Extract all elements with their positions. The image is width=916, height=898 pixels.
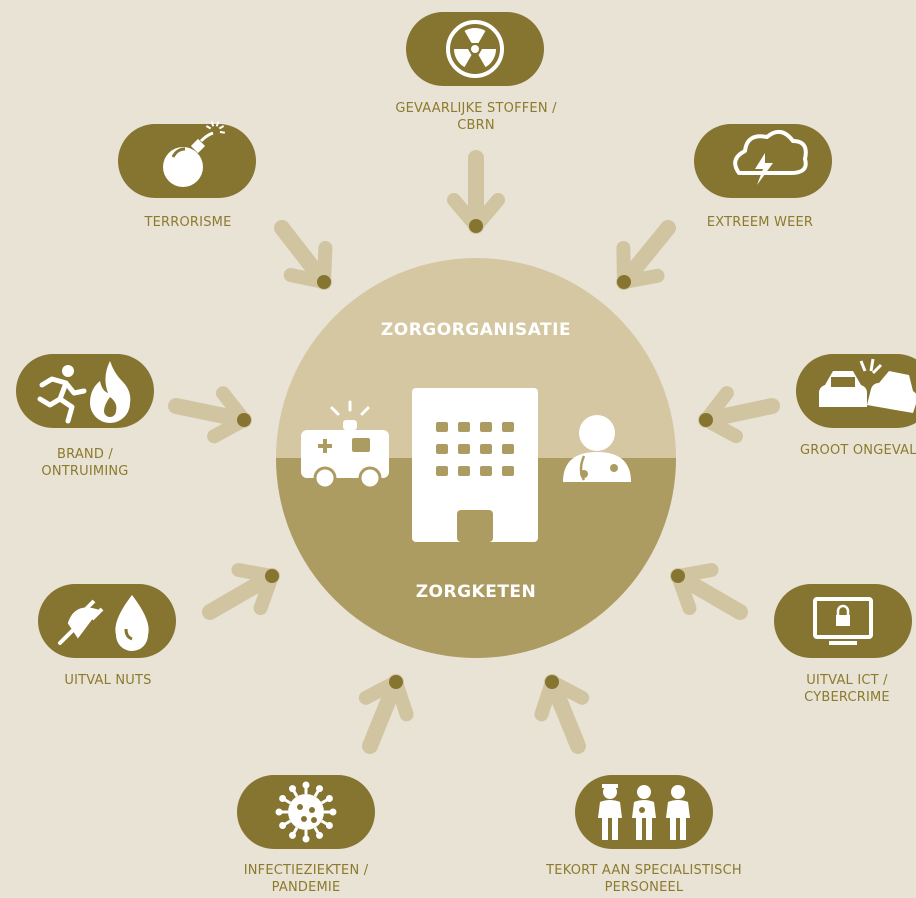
zorgketen-label: ZORGKETEN <box>415 582 537 602</box>
firefighter-icon <box>666 785 690 840</box>
risk-pills <box>16 12 916 849</box>
arrow-uitval-ict <box>670 563 748 620</box>
running-person-icon <box>37 365 87 424</box>
doctor-icon <box>563 415 631 482</box>
label-extreem-weer: EXTREEM WEER <box>706 215 814 230</box>
arrow-uitval-nuts <box>202 563 280 620</box>
doctor-icon <box>632 785 656 840</box>
arrow-infectieziekten <box>358 674 414 754</box>
arrow-brand <box>168 386 252 444</box>
label-uitval-ict: UITVAL ICT /CYBERCRIME <box>804 673 890 705</box>
arrows-layer <box>168 150 780 754</box>
pill-infectieziekten <box>237 775 375 849</box>
pill-groot-ongeval <box>796 354 916 428</box>
pill-brand <box>16 354 154 428</box>
pill-gevaarlijke-stoffen <box>406 12 544 86</box>
label-infectieziekten: INFECTIEZIEKTEN /PANDEMIE <box>243 863 369 895</box>
bomb-icon <box>163 121 226 187</box>
label-uitval-nuts: UITVAL NUTS <box>64 673 152 688</box>
arrow-gevaarlijke-stoffen <box>447 150 505 234</box>
ambulance-icon <box>301 400 389 490</box>
flame-icon <box>90 361 131 423</box>
label-terrorisme: TERRORISME <box>144 215 232 230</box>
hospital-building-icon <box>412 388 538 542</box>
arrow-extreem-weer <box>616 220 676 290</box>
computer-lock-icon <box>813 597 873 645</box>
arrow-groot-ongeval <box>698 386 780 444</box>
pill-uitval-ict <box>774 584 912 658</box>
label-gevaarlijke-stoffen: GEVAARLIJKE STOFFEN /CBRN <box>395 101 557 133</box>
zorgorganisatie-label: ZORGORGANISATIE <box>380 320 572 340</box>
nurse-icon <box>598 784 622 840</box>
car-crash-icon <box>819 358 916 413</box>
arrow-tekort-personeel <box>534 674 590 754</box>
plug-icon <box>58 599 104 645</box>
label-groot-ongeval: GROOT ONGEVAL <box>800 443 916 458</box>
pill-uitval-nuts <box>38 584 176 658</box>
virus-icon <box>275 781 337 843</box>
arrow-terrorisme <box>274 220 333 290</box>
storm-cloud-icon <box>733 129 808 185</box>
pill-tekort-personeel <box>575 775 713 849</box>
water-drop-icon <box>115 595 149 651</box>
pill-extreem-weer <box>694 124 832 198</box>
label-brand: BRAND /ONTRUIMING <box>41 447 129 479</box>
radiation-icon <box>446 20 504 78</box>
pill-terrorisme <box>118 121 256 198</box>
